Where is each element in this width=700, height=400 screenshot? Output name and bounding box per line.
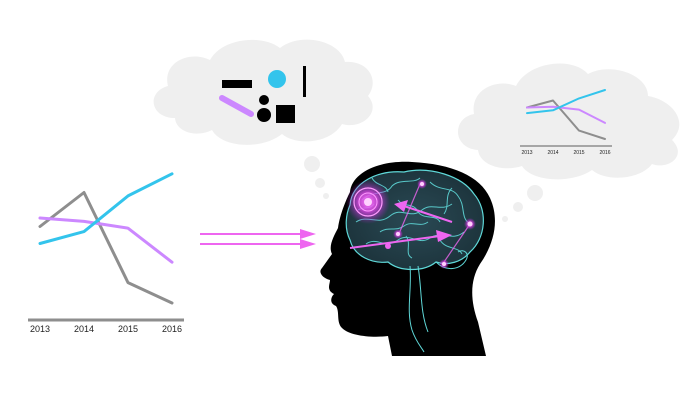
x-tick-label: 2015 <box>118 324 138 334</box>
active-region-ring <box>353 187 383 217</box>
signal-line <box>443 223 471 263</box>
trail-bubble-large <box>527 185 543 201</box>
small-dot-icon <box>259 95 269 105</box>
x-tick-label: 2015 <box>573 150 584 156</box>
x-tick-label: 2014 <box>547 150 558 156</box>
chart-small: 2013 2014 2015 2016 <box>520 89 612 156</box>
neuron-node <box>420 182 424 186</box>
neuron-node <box>396 232 400 236</box>
thought-cloud-chart <box>457 63 680 180</box>
series-line-1 <box>526 105 606 124</box>
dash-bar-icon <box>222 80 252 88</box>
vertical-line-icon <box>303 66 306 97</box>
brain <box>345 169 484 353</box>
x-tick-label: 2013 <box>521 150 532 156</box>
x-tick-label: 2016 <box>599 150 610 156</box>
series-line-0 <box>526 99 606 140</box>
cloud-shape <box>153 39 373 145</box>
black-circle-icon <box>257 108 271 122</box>
arrow-head-top <box>300 229 316 239</box>
x-tick-label: 2016 <box>162 324 182 334</box>
cloud-shape <box>457 63 680 180</box>
trail-bubble-medium <box>315 178 325 188</box>
chart-large: 2013 2014 2015 2016 <box>28 172 184 334</box>
active-region-ring <box>358 192 378 212</box>
neuron-node <box>385 243 391 249</box>
input-arrows <box>200 229 316 249</box>
x-tick-label: 2014 <box>74 324 94 334</box>
series-line-0 <box>38 191 174 305</box>
brain-stem <box>408 265 429 353</box>
cyan-dot-icon <box>268 70 286 88</box>
active-region-core <box>364 198 372 206</box>
trail-bubble-small <box>502 216 508 222</box>
series-line-2 <box>526 89 606 115</box>
signal-arrow-main-head <box>436 230 452 242</box>
x-tick-label: 2013 <box>30 324 50 334</box>
series-line-1 <box>38 216 174 264</box>
thought-trail-left <box>304 156 329 199</box>
signal-arrow-back-head <box>394 200 408 212</box>
neuron-node <box>442 262 446 266</box>
trail-bubble-medium <box>513 202 523 212</box>
series-line-2 <box>38 172 174 245</box>
signal-line <box>397 183 421 237</box>
black-square-icon <box>276 105 295 123</box>
thought-cloud-shapes <box>153 39 373 145</box>
neuron-node <box>467 221 473 227</box>
signal-arrow-main <box>349 235 441 249</box>
trail-bubble-small <box>323 193 329 199</box>
signal-arrow-back <box>403 205 453 223</box>
trail-bubble-large <box>304 156 320 172</box>
purple-slash-icon <box>219 95 254 117</box>
thought-trail-right <box>502 185 543 222</box>
arrow-head-bottom <box>300 239 316 249</box>
